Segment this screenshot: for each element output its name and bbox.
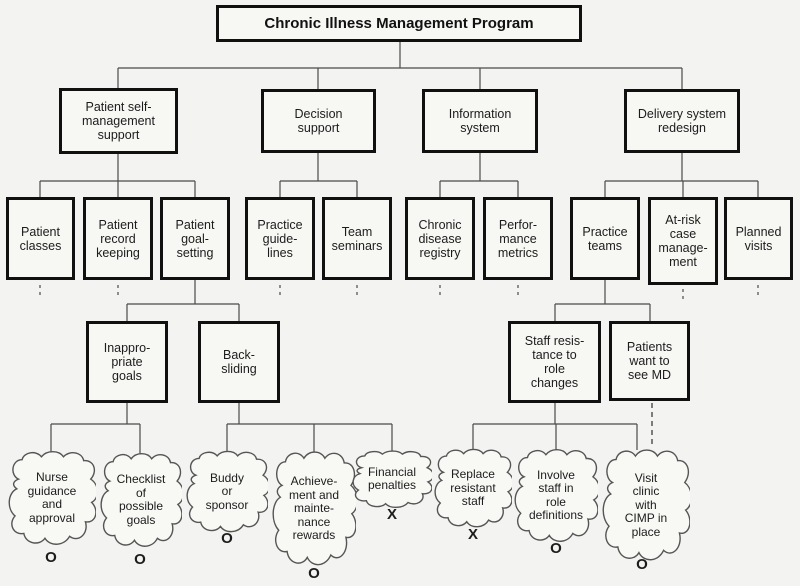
cloud-replace-resistant-staff: Replace resistant staff	[434, 448, 512, 529]
node-label: Staff resis- tance to role changes	[524, 334, 585, 390]
node-label: Practice guide- lines	[257, 217, 303, 260]
node-label: Delivery system redesign	[637, 107, 727, 135]
cloud-involve-staff-in-role-definitions: Involve staff in role definitions	[514, 448, 598, 544]
node-label: Information system	[448, 107, 512, 135]
cloud-label: Nurse guidance and approval	[27, 470, 77, 525]
node-label: Patient goal- setting	[175, 217, 215, 260]
marker-visit: O	[636, 556, 648, 573]
marker-achievement: O	[308, 565, 320, 582]
node-patient-goal-setting: Patient goal- setting	[160, 197, 230, 280]
node-patient-classes: Patient classes	[6, 197, 75, 280]
node-practice-guidelines: Practice guide- lines	[245, 197, 315, 280]
connector-staffresistance-clouds	[472, 403, 638, 450]
cloud-shape-icon	[100, 452, 182, 549]
cloud-shape-icon	[602, 448, 690, 563]
node-backsliding: Back- sliding	[198, 321, 280, 403]
connector-information-children	[439, 153, 519, 197]
node-staff-resistance-to-role-changes: Staff resis- tance to role changes	[508, 321, 601, 403]
node-label: Team seminars	[331, 224, 383, 253]
connector-backsliding-clouds	[226, 403, 393, 452]
connector-delivery-children	[604, 153, 759, 197]
node-label: Back- sliding	[221, 348, 257, 376]
node-information-system: Information system	[422, 89, 538, 153]
cloud-label: Checklist of possible goals	[116, 472, 166, 527]
node-label: At-risk case manage- ment	[658, 213, 708, 269]
node-label: Inappro- priate goals	[103, 341, 151, 383]
cloud-label: Financial penalties	[367, 464, 417, 493]
node-label: Patients want to see MD	[626, 340, 673, 382]
node-practice-teams: Practice teams	[570, 197, 640, 280]
marker-buddy: O	[221, 530, 233, 547]
cloud-shape-icon	[8, 450, 96, 547]
continuation-ticks	[39, 285, 759, 303]
cloud-label: Visit clinic with CIMP in place	[624, 470, 668, 539]
node-planned-visits: Planned visits	[724, 197, 793, 280]
marker-involve: O	[550, 540, 562, 557]
node-label: Planned visits	[735, 224, 782, 253]
node-patient-record-keeping: Patient record keeping	[83, 197, 153, 280]
cloud-shape-icon	[514, 448, 598, 544]
node-label: Patient record keeping	[96, 217, 140, 260]
node-patients-want-to-see-md: Patients want to see MD	[609, 321, 690, 401]
cloud-checklist-of-possible-goals: Checklist of possible goals	[100, 452, 182, 549]
cloud-shape-icon	[352, 450, 432, 509]
cloud-label: Involve staff in role definitions	[528, 467, 583, 523]
marker-nurse-guidance: O	[45, 549, 57, 566]
node-inappropriate-goals: Inappro- priate goals	[86, 321, 168, 403]
node-label: Chronic Illness Management Program	[264, 14, 534, 32]
node-label: Patient self- management support	[82, 100, 155, 142]
node-label: Chronic disease registry	[418, 217, 462, 260]
node-label: Decision support	[294, 107, 343, 135]
node-at-risk-case-management: At-risk case manage- ment	[648, 197, 718, 285]
connector-selfmanagement-children	[39, 154, 196, 197]
connector-inappropriategoals-clouds	[50, 403, 141, 454]
cloud-nurse-guidance-and-approval: Nurse guidance and approval	[8, 450, 96, 547]
cloud-financial-penalties: Financial penalties	[352, 450, 432, 509]
marker-replace: X	[467, 526, 478, 543]
node-team-seminars: Team seminars	[322, 197, 392, 280]
node-decision-support: Decision support	[261, 89, 376, 153]
cloud-label: Replace resistant staff	[450, 467, 496, 509]
connector-practiceteams-children	[554, 280, 651, 321]
marker-checklist: O	[134, 551, 146, 568]
connector-root-to-level2	[117, 42, 683, 89]
cloud-achievement-and-maintenance-rewards: Achieve- ment and mainte- nance rewards	[272, 450, 356, 568]
connector-decision-children	[279, 153, 358, 197]
connector-goalsetting-children	[126, 280, 240, 321]
cloud-label: Buddy or sponsor	[205, 470, 249, 512]
cloud-shape-icon	[434, 448, 512, 529]
cloud-visit-clinic-with-cimp-in-place: Visit clinic with CIMP in place	[602, 448, 690, 563]
node-delivery-system-redesign: Delivery system redesign	[624, 89, 740, 153]
node-patient-self-management-support: Patient self- management support	[59, 88, 178, 154]
node-root-program: Chronic Illness Management Program	[216, 5, 582, 42]
marker-financial: X	[386, 506, 397, 523]
cloud-shape-icon	[272, 450, 356, 568]
node-performance-metrics: Perfor- mance metrics	[483, 197, 553, 280]
cloud-shape-icon	[186, 450, 268, 534]
cloud-buddy-or-sponsor: Buddy or sponsor	[186, 450, 268, 534]
cloud-label: Achieve- ment and mainte- nance rewards	[288, 474, 339, 543]
node-chronic-disease-registry: Chronic disease registry	[405, 197, 475, 280]
node-label: Practice teams	[582, 224, 628, 253]
node-label: Perfor- mance metrics	[497, 217, 539, 260]
node-label: Patient classes	[19, 224, 62, 253]
